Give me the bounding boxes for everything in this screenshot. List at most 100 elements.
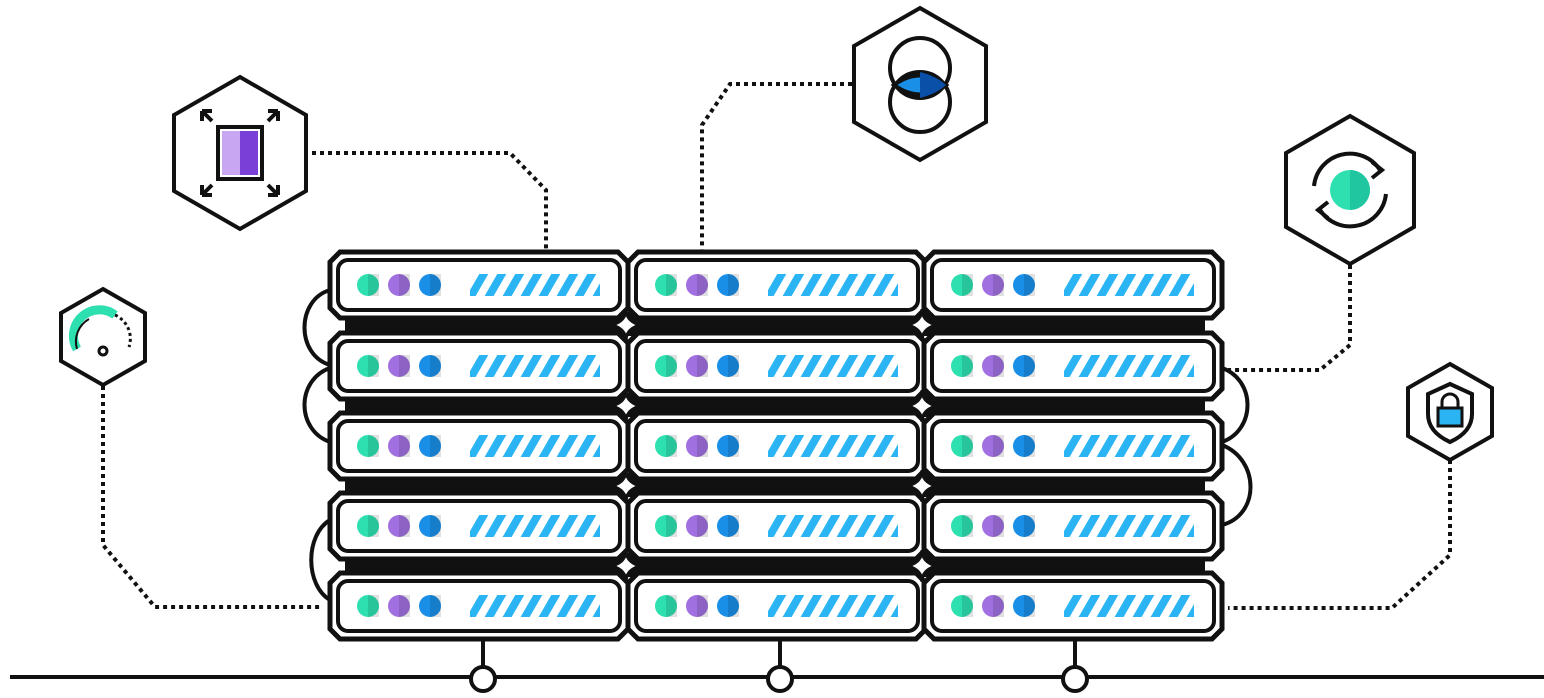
rack-cables <box>302 288 1253 602</box>
rack-joints <box>606 308 942 583</box>
activity-bar <box>470 595 600 617</box>
activity-bar <box>1064 595 1194 617</box>
status-light <box>357 355 379 377</box>
server-unit <box>327 490 631 562</box>
status-light <box>951 274 973 296</box>
resize-icon <box>172 74 308 232</box>
connector-sync <box>1228 265 1352 372</box>
server-unit <box>921 490 1225 562</box>
rack-joint <box>606 469 646 503</box>
status-light <box>388 435 410 457</box>
server-unit <box>327 410 631 482</box>
rack-joint <box>606 308 646 342</box>
status-light <box>655 274 677 296</box>
status-light <box>1013 595 1035 617</box>
server-unit <box>921 570 1225 642</box>
status-light <box>419 515 441 537</box>
server-unit <box>327 570 631 642</box>
server-unit <box>921 410 1225 482</box>
activity-bar <box>768 595 898 617</box>
status-light <box>717 274 739 296</box>
server-unit <box>625 249 929 321</box>
server-rack <box>327 249 1225 642</box>
status-light <box>419 595 441 617</box>
status-light <box>686 355 708 377</box>
status-light <box>419 435 441 457</box>
status-light <box>982 515 1004 537</box>
server-unit <box>921 249 1225 321</box>
activity-bar <box>470 515 600 537</box>
connector-eye <box>700 82 852 250</box>
status-light <box>982 355 1004 377</box>
rack-joint <box>902 549 942 583</box>
rack-joint <box>902 469 942 503</box>
server-unit <box>327 330 631 402</box>
status-light <box>717 355 739 377</box>
activity-bar <box>1064 274 1194 296</box>
status-light <box>357 595 379 617</box>
sync-icon <box>1284 113 1416 267</box>
activity-bar <box>768 435 898 457</box>
ground-node <box>469 665 497 693</box>
connector-shield <box>1228 460 1452 610</box>
activity-bar <box>1064 435 1194 457</box>
ground-node <box>766 665 794 693</box>
status-light <box>388 355 410 377</box>
speedometer-icon <box>59 286 147 388</box>
server-unit <box>921 330 1225 402</box>
activity-bar <box>768 355 898 377</box>
status-light <box>686 435 708 457</box>
status-light <box>686 274 708 296</box>
server-unit <box>625 490 929 562</box>
status-light <box>717 435 739 457</box>
status-light <box>388 515 410 537</box>
rack-joint <box>902 308 942 342</box>
eye-icon <box>852 5 988 163</box>
connector-speedometer <box>101 386 322 609</box>
rack-feet <box>469 638 1089 693</box>
activity-bar <box>1064 515 1194 537</box>
status-light <box>388 595 410 617</box>
activity-bar <box>470 355 600 377</box>
ground-node <box>1061 665 1089 693</box>
rack-joint <box>902 389 942 423</box>
status-light <box>357 435 379 457</box>
status-light <box>951 595 973 617</box>
status-light <box>1013 435 1035 457</box>
server-unit <box>327 249 631 321</box>
server-unit <box>625 330 929 402</box>
activity-bar <box>470 435 600 457</box>
activity-bar <box>768 274 898 296</box>
connector-resize <box>312 151 548 250</box>
status-light <box>717 595 739 617</box>
status-light <box>419 355 441 377</box>
activity-bar <box>470 274 600 296</box>
status-light <box>655 355 677 377</box>
status-light <box>655 515 677 537</box>
status-light <box>951 355 973 377</box>
status-light <box>357 515 379 537</box>
status-light <box>982 595 1004 617</box>
status-light <box>686 515 708 537</box>
status-light <box>1013 274 1035 296</box>
server-unit <box>625 570 929 642</box>
status-light <box>982 435 1004 457</box>
rack-joint <box>606 389 646 423</box>
status-light <box>357 274 379 296</box>
shield-lock-icon <box>1406 361 1494 463</box>
status-light <box>1013 355 1035 377</box>
status-light <box>1013 515 1035 537</box>
activity-bar <box>1064 355 1194 377</box>
status-light <box>717 515 739 537</box>
status-light <box>951 515 973 537</box>
status-light <box>655 595 677 617</box>
status-light <box>686 595 708 617</box>
rack-joint <box>606 549 646 583</box>
activity-bar <box>768 515 898 537</box>
status-light <box>655 435 677 457</box>
status-light <box>419 274 441 296</box>
status-light <box>982 274 1004 296</box>
status-light <box>388 274 410 296</box>
status-light <box>951 435 973 457</box>
